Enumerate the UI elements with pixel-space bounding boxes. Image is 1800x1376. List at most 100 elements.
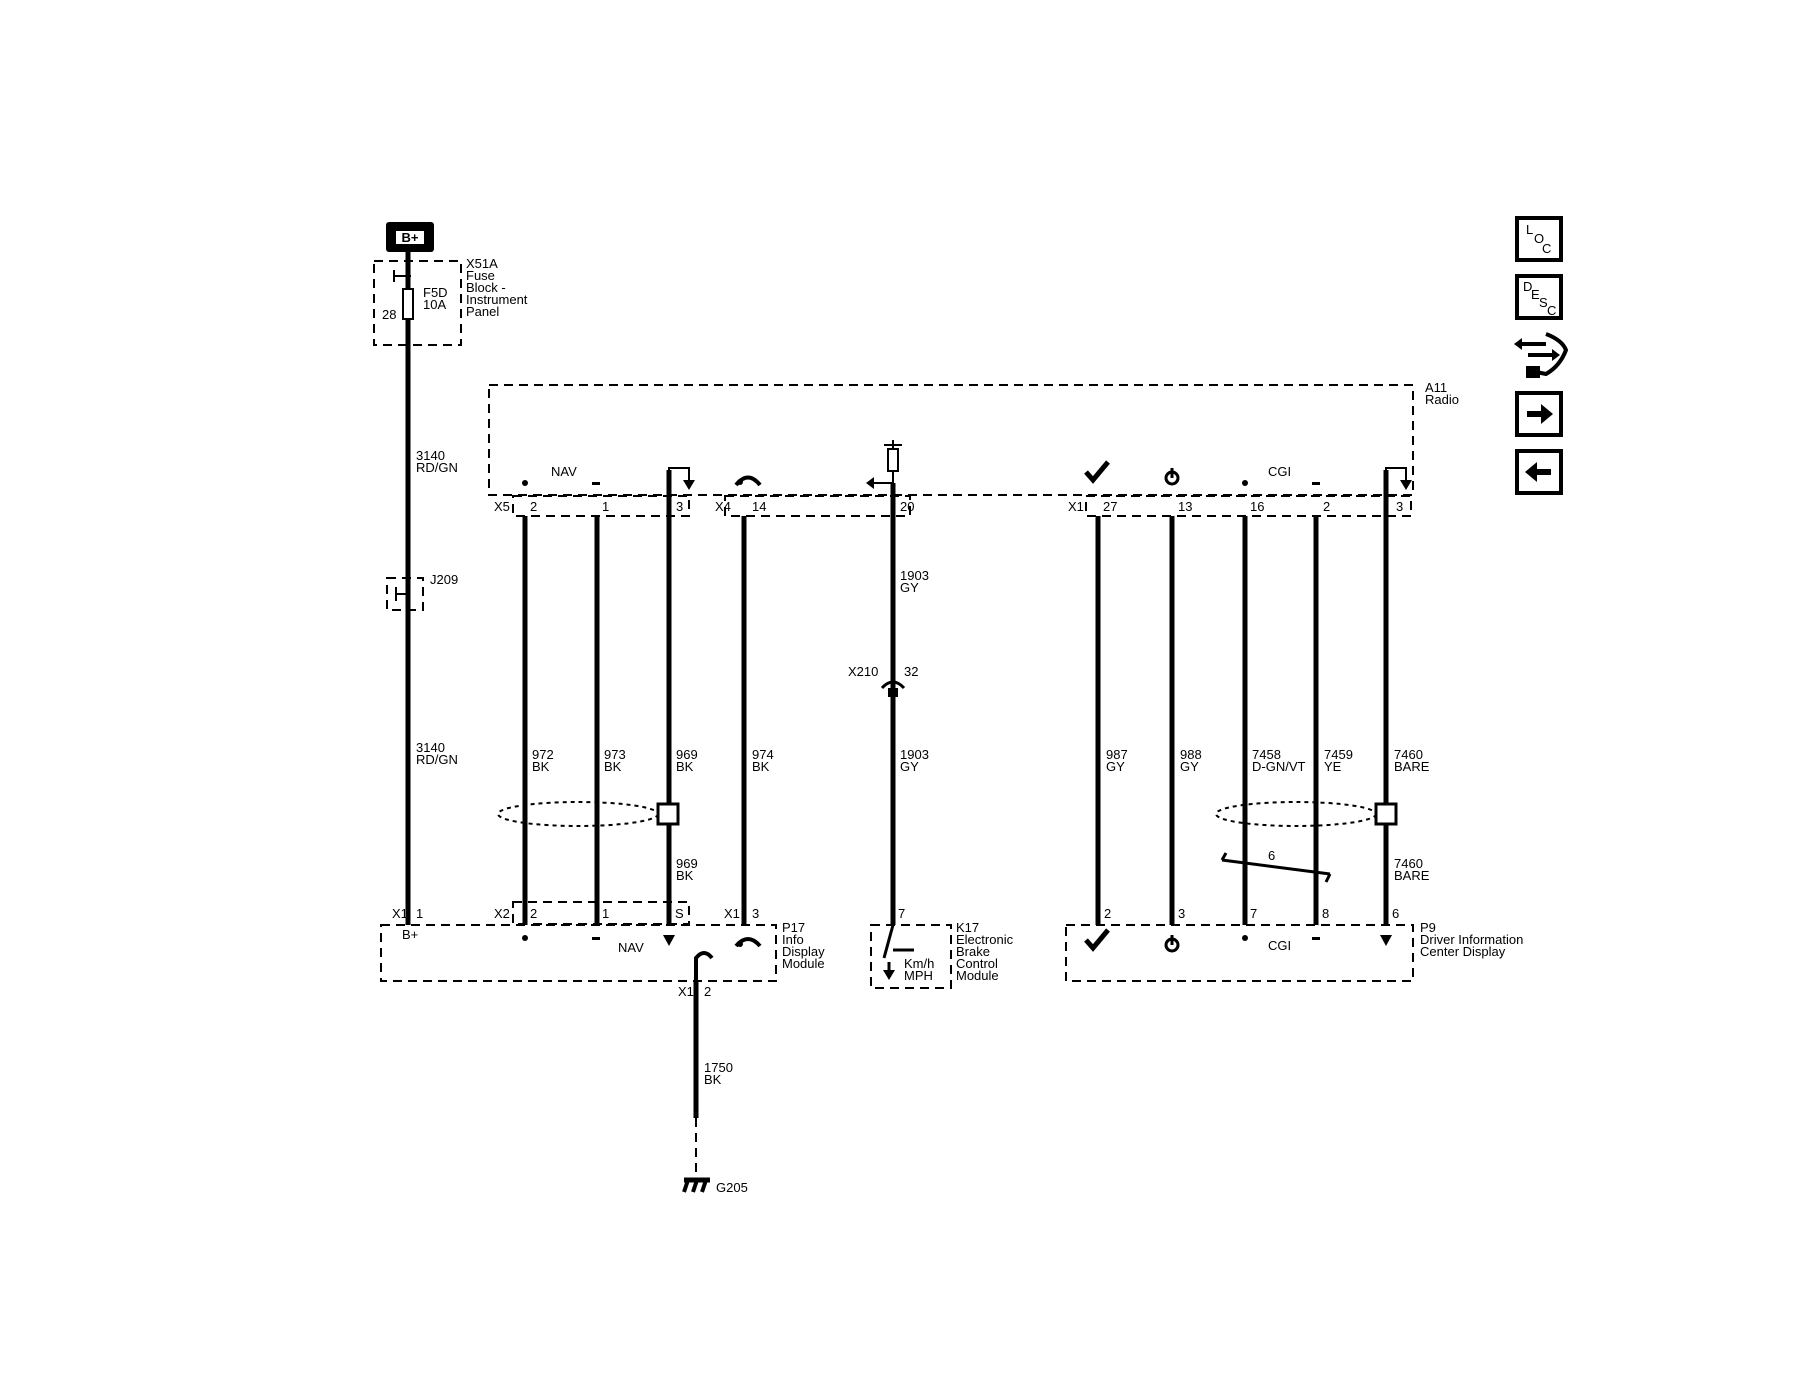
radio-connector-x5 (512, 495, 690, 517)
pin: S (675, 906, 684, 921)
location-button[interactable]: L O C (1515, 216, 1563, 262)
radio-box (488, 384, 1414, 496)
speed-signal-icon (866, 440, 902, 489)
connector-views-button[interactable] (1514, 332, 1569, 378)
p17-connector-x2 (512, 901, 690, 925)
conn-x2: X2 (494, 906, 510, 921)
p17-nav-label: NAV (618, 940, 644, 955)
ground-icon (682, 1177, 710, 1193)
fuse-pin: 28 (382, 307, 396, 322)
conn-x210: X210 (848, 664, 878, 679)
pin: 2 (704, 984, 711, 999)
k17-box (870, 924, 952, 989)
wire-label-3140-upper: 3140 RD/GN (416, 448, 458, 475)
next-page-button[interactable] (1515, 391, 1563, 437)
svg-text:O: O (1534, 231, 1544, 246)
ground-arrow-icon (663, 935, 675, 946)
pin: 1 (602, 906, 609, 921)
pin: 20 (900, 499, 914, 514)
ground-arrow-icon (1380, 935, 1392, 946)
k17-name: K17 (956, 920, 979, 935)
radio-connector-x4 (724, 495, 911, 517)
conn-x1-p17b: X1 (724, 906, 740, 921)
switch-icon (882, 924, 914, 980)
pin: 1 (416, 906, 423, 921)
k17-desc: Electronic Brake Control Module (956, 932, 1017, 983)
positive-dot-icon (1242, 935, 1248, 941)
pin: 14 (752, 499, 766, 514)
pin: 3 (752, 906, 759, 921)
p9-desc: Driver Information Center Display (1420, 932, 1527, 959)
conn-x210-pin: 32 (904, 664, 918, 679)
shield-ground-icon (668, 467, 695, 496)
shielded-cable-nav (497, 801, 659, 827)
wrench-icon (1535, 332, 1569, 377)
radio-nav-label: NAV (551, 464, 577, 479)
pin: 7 (898, 906, 905, 921)
negative-dash-icon (592, 937, 600, 940)
conn-x1-ground: X1 (678, 984, 694, 999)
ground-name: G205 (716, 1180, 748, 1195)
inline-connector-x210 (880, 680, 906, 690)
svg-text:B+: B+ (402, 230, 419, 245)
p17-box (380, 924, 777, 982)
check-icon (1084, 928, 1110, 952)
pin: 2 (1323, 499, 1330, 514)
pin: 6 (1392, 906, 1399, 921)
shield-drain-cgi (1374, 802, 1398, 826)
arrow-left-icon (1514, 338, 1522, 350)
pin: 2 (530, 906, 537, 921)
radio-name: A11 (1425, 380, 1447, 395)
pin: 2 (1104, 906, 1111, 921)
pin: 2 (530, 499, 537, 514)
positive-dot-icon (522, 935, 528, 941)
conn-x5: X5 (494, 499, 510, 514)
k17-units: Km/h MPH (904, 956, 938, 983)
power-icon (1164, 468, 1180, 486)
pin: 1 (602, 499, 609, 514)
p9-cgi-label: CGI (1268, 938, 1291, 953)
svg-text:E: E (1531, 287, 1540, 302)
pin: 3 (676, 499, 683, 514)
pin: 3 (1178, 906, 1185, 921)
positive-dot-icon (1242, 480, 1248, 486)
power-icon (1164, 935, 1180, 953)
previous-page-button[interactable] (1515, 449, 1563, 495)
wire-label-3140-lower: 3140 RD/GN (416, 740, 458, 767)
pin: 3 (1396, 499, 1403, 514)
p9-box (1065, 924, 1414, 982)
radio-cgi-label: CGI (1268, 464, 1291, 479)
svg-text:L: L (1526, 222, 1533, 237)
p17-name: P17 (782, 920, 805, 935)
pin: 13 (1178, 499, 1192, 514)
positive-dot-icon (522, 480, 528, 486)
description-button[interactable]: D E S C (1515, 274, 1563, 320)
pin: 27 (1103, 499, 1117, 514)
ground-wire-hook (694, 951, 714, 981)
p17-desc: Info Display Module (782, 932, 828, 971)
negative-dash-icon (1312, 482, 1320, 485)
radio-connector-x1 (1085, 495, 1412, 517)
svg-text:C: C (1542, 241, 1551, 256)
arrow-right-icon (1552, 349, 1560, 361)
battery-source: B+ (386, 222, 434, 252)
pin: 8 (1322, 906, 1329, 921)
negative-dash-icon (592, 482, 600, 485)
shield-ground-icon (1385, 467, 1412, 496)
check-icon (1084, 460, 1110, 484)
svg-text:D: D (1523, 279, 1532, 294)
fuse-block-box (373, 260, 462, 346)
negative-dash-icon (1312, 937, 1320, 940)
p9-name: P9 (1420, 920, 1436, 935)
